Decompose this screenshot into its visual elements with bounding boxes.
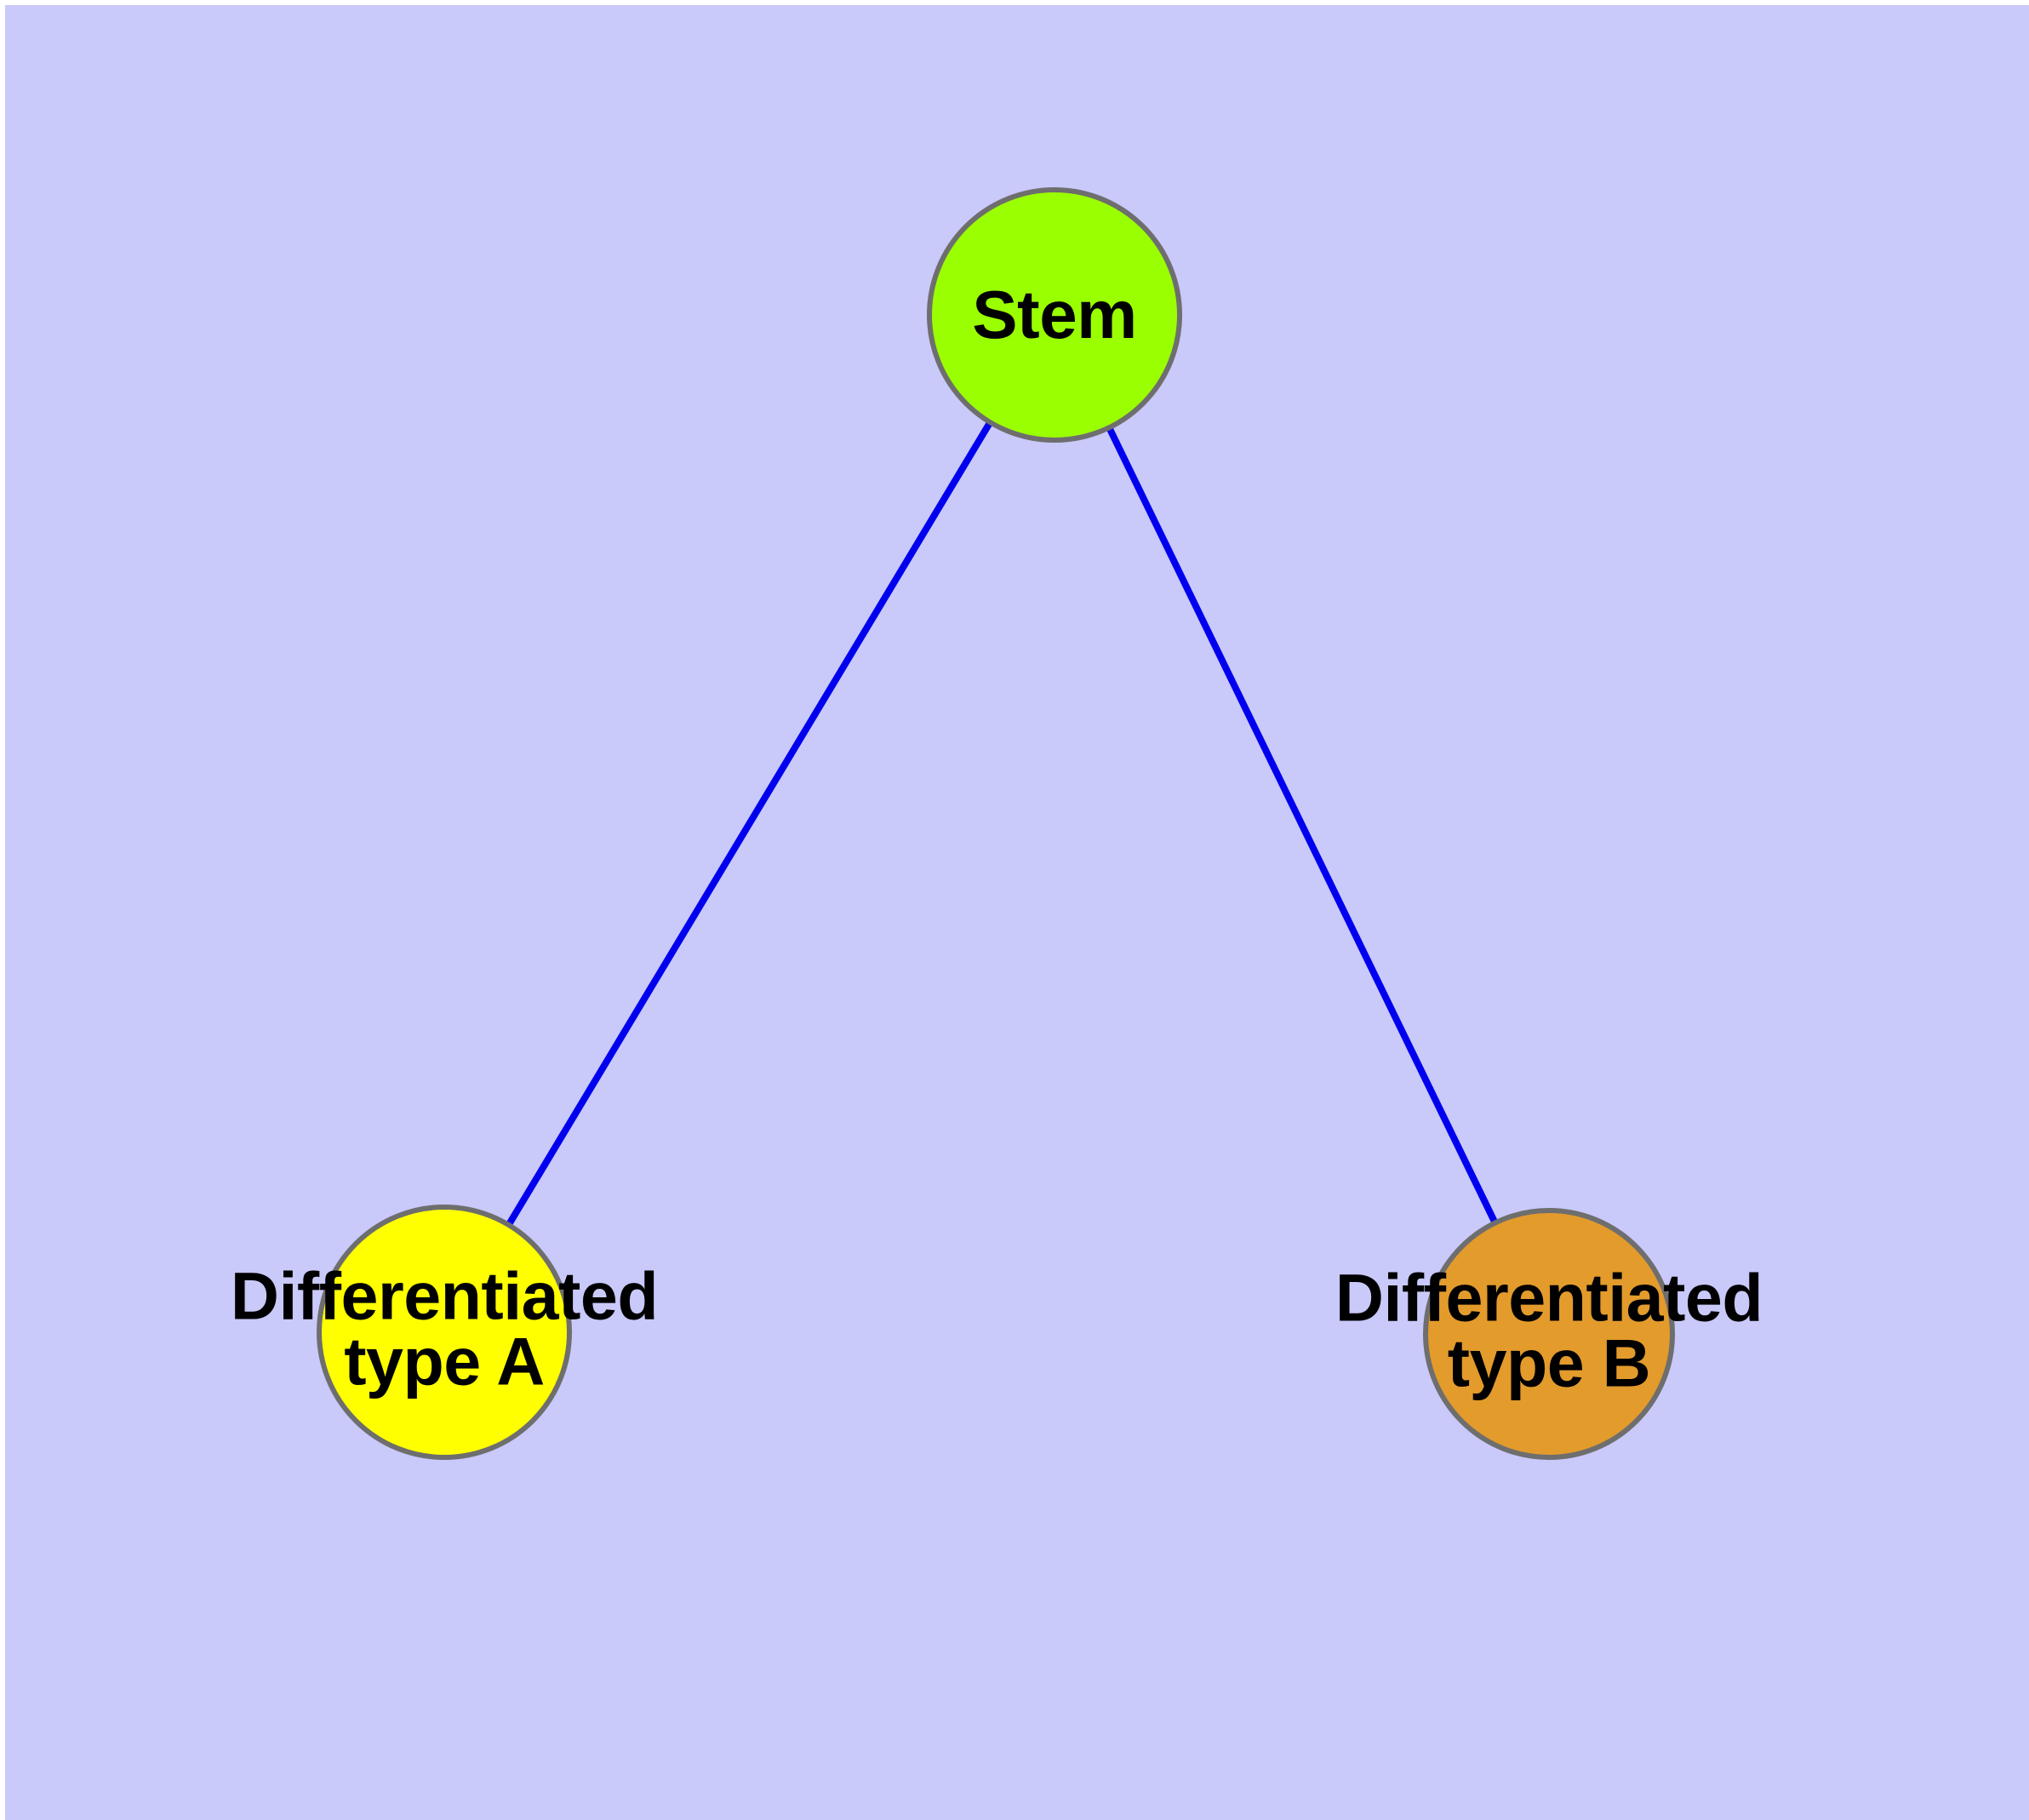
- node-layer: [317, 187, 1675, 1460]
- node-diff_a[interactable]: [317, 1205, 572, 1460]
- edge-stem-diff-b[interactable]: [1103, 421, 1501, 1230]
- node-diff_b[interactable]: [1423, 1208, 1675, 1460]
- node-stem[interactable]: [927, 187, 1182, 443]
- edge-stem-diff-a[interactable]: [502, 415, 997, 1233]
- edge-layer: [502, 415, 1501, 1233]
